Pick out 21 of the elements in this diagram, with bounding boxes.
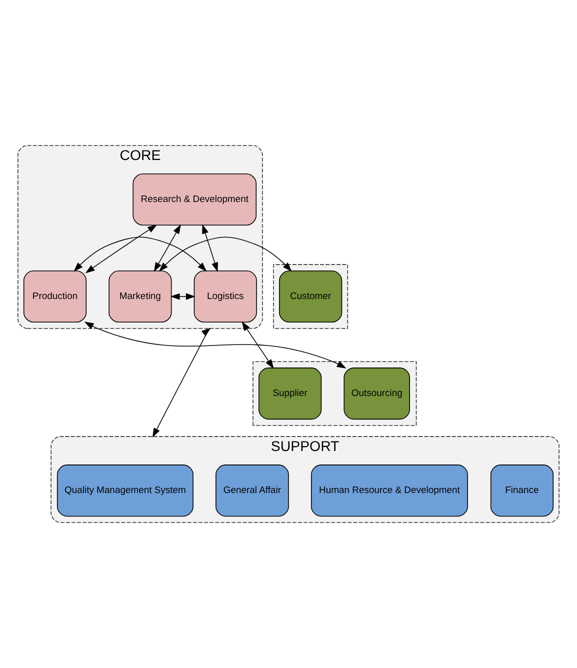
arrow (154, 224, 181, 272)
node-box: Logistics (194, 270, 257, 323)
node-box: Customer (279, 270, 342, 323)
arrow (158, 236, 292, 272)
arrow (242, 321, 274, 369)
cluster (273, 264, 348, 329)
node-box: Production (23, 270, 87, 323)
arrow (152, 328, 211, 438)
node-box: Human Resource & Development (310, 464, 468, 517)
node-box: Marketing (108, 270, 172, 323)
arrow (202, 224, 218, 272)
node-box: Outsourcing (344, 368, 410, 420)
arrow (170, 293, 196, 300)
node-box: Quality Management System (56, 464, 194, 517)
arrow (85, 224, 158, 274)
node-box: General Affair (216, 464, 289, 517)
arrow (84, 322, 346, 368)
arrow (74, 236, 207, 272)
node-box: Supplier (258, 368, 322, 420)
node-box: Finance (490, 464, 554, 517)
node-box: Research & Development (132, 173, 257, 226)
